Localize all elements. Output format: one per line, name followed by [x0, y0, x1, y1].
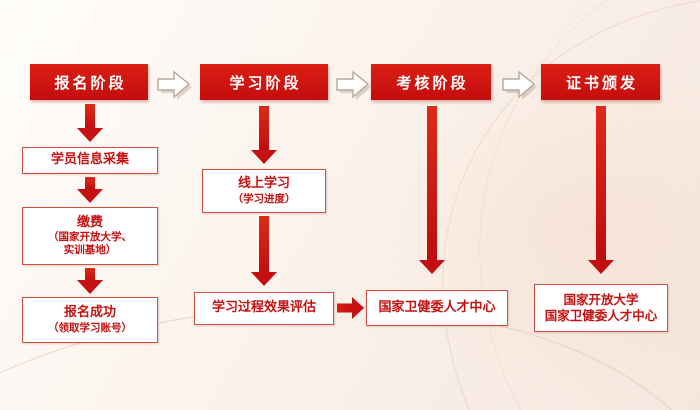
stage-study: 学习阶段	[200, 64, 328, 100]
down-arrow-icon	[77, 177, 103, 203]
stage-certificate: 证书颁发	[541, 64, 660, 100]
step-label: 学习过程效果评估	[211, 300, 316, 316]
step-label: 线上学习	[237, 176, 290, 192]
step-sublabel: 实训基地）	[63, 244, 117, 257]
step-sublabel: （学习进度）	[232, 192, 296, 205]
background-swoosh	[323, 0, 700, 410]
step-label: 报名成功	[63, 305, 116, 321]
step-label: 国家开放大学	[563, 292, 639, 308]
background-swoosh	[362, 0, 700, 410]
right-block-arrow-icon	[336, 70, 371, 100]
down-arrow-icon	[251, 216, 277, 286]
step-process-evaluation: 学习过程效果评估	[194, 292, 334, 325]
down-arrow-icon	[77, 104, 103, 142]
right-block-arrow-icon	[157, 70, 192, 100]
down-arrow-icon	[77, 268, 103, 294]
down-arrow-icon	[251, 106, 277, 164]
down-arrow-icon	[419, 106, 445, 274]
down-arrow-icon	[588, 106, 614, 274]
step-health-talent-center: 国家卫健委人才中心	[366, 290, 508, 326]
right-block-arrow-icon	[502, 70, 537, 100]
step-online-learning: 线上学习 （学习进度）	[202, 169, 326, 213]
step-sublabel: （领取学习账号）	[48, 321, 132, 334]
step-certificate-issuers: 国家开放大学 国家卫健委人才中心	[534, 284, 668, 332]
step-payment: 缴费 （国家开放大学、 实训基地）	[22, 207, 158, 265]
step-label: 国家卫健委人才中心	[544, 308, 658, 323]
step-label: 缴费	[76, 214, 103, 230]
step-label: 国家卫健委人才中心	[378, 299, 496, 315]
stage-registration: 报名阶段	[30, 64, 148, 100]
right-arrow-icon	[337, 296, 364, 320]
stage-assessment: 考核阶段	[371, 64, 491, 100]
step-signup-success: 报名成功 （领取学习账号）	[22, 297, 158, 343]
step-sublabel: （国家开放大学、	[48, 231, 132, 243]
step-label: 学员信息采集	[50, 152, 129, 168]
step-collect-info: 学员信息采集	[22, 147, 158, 174]
